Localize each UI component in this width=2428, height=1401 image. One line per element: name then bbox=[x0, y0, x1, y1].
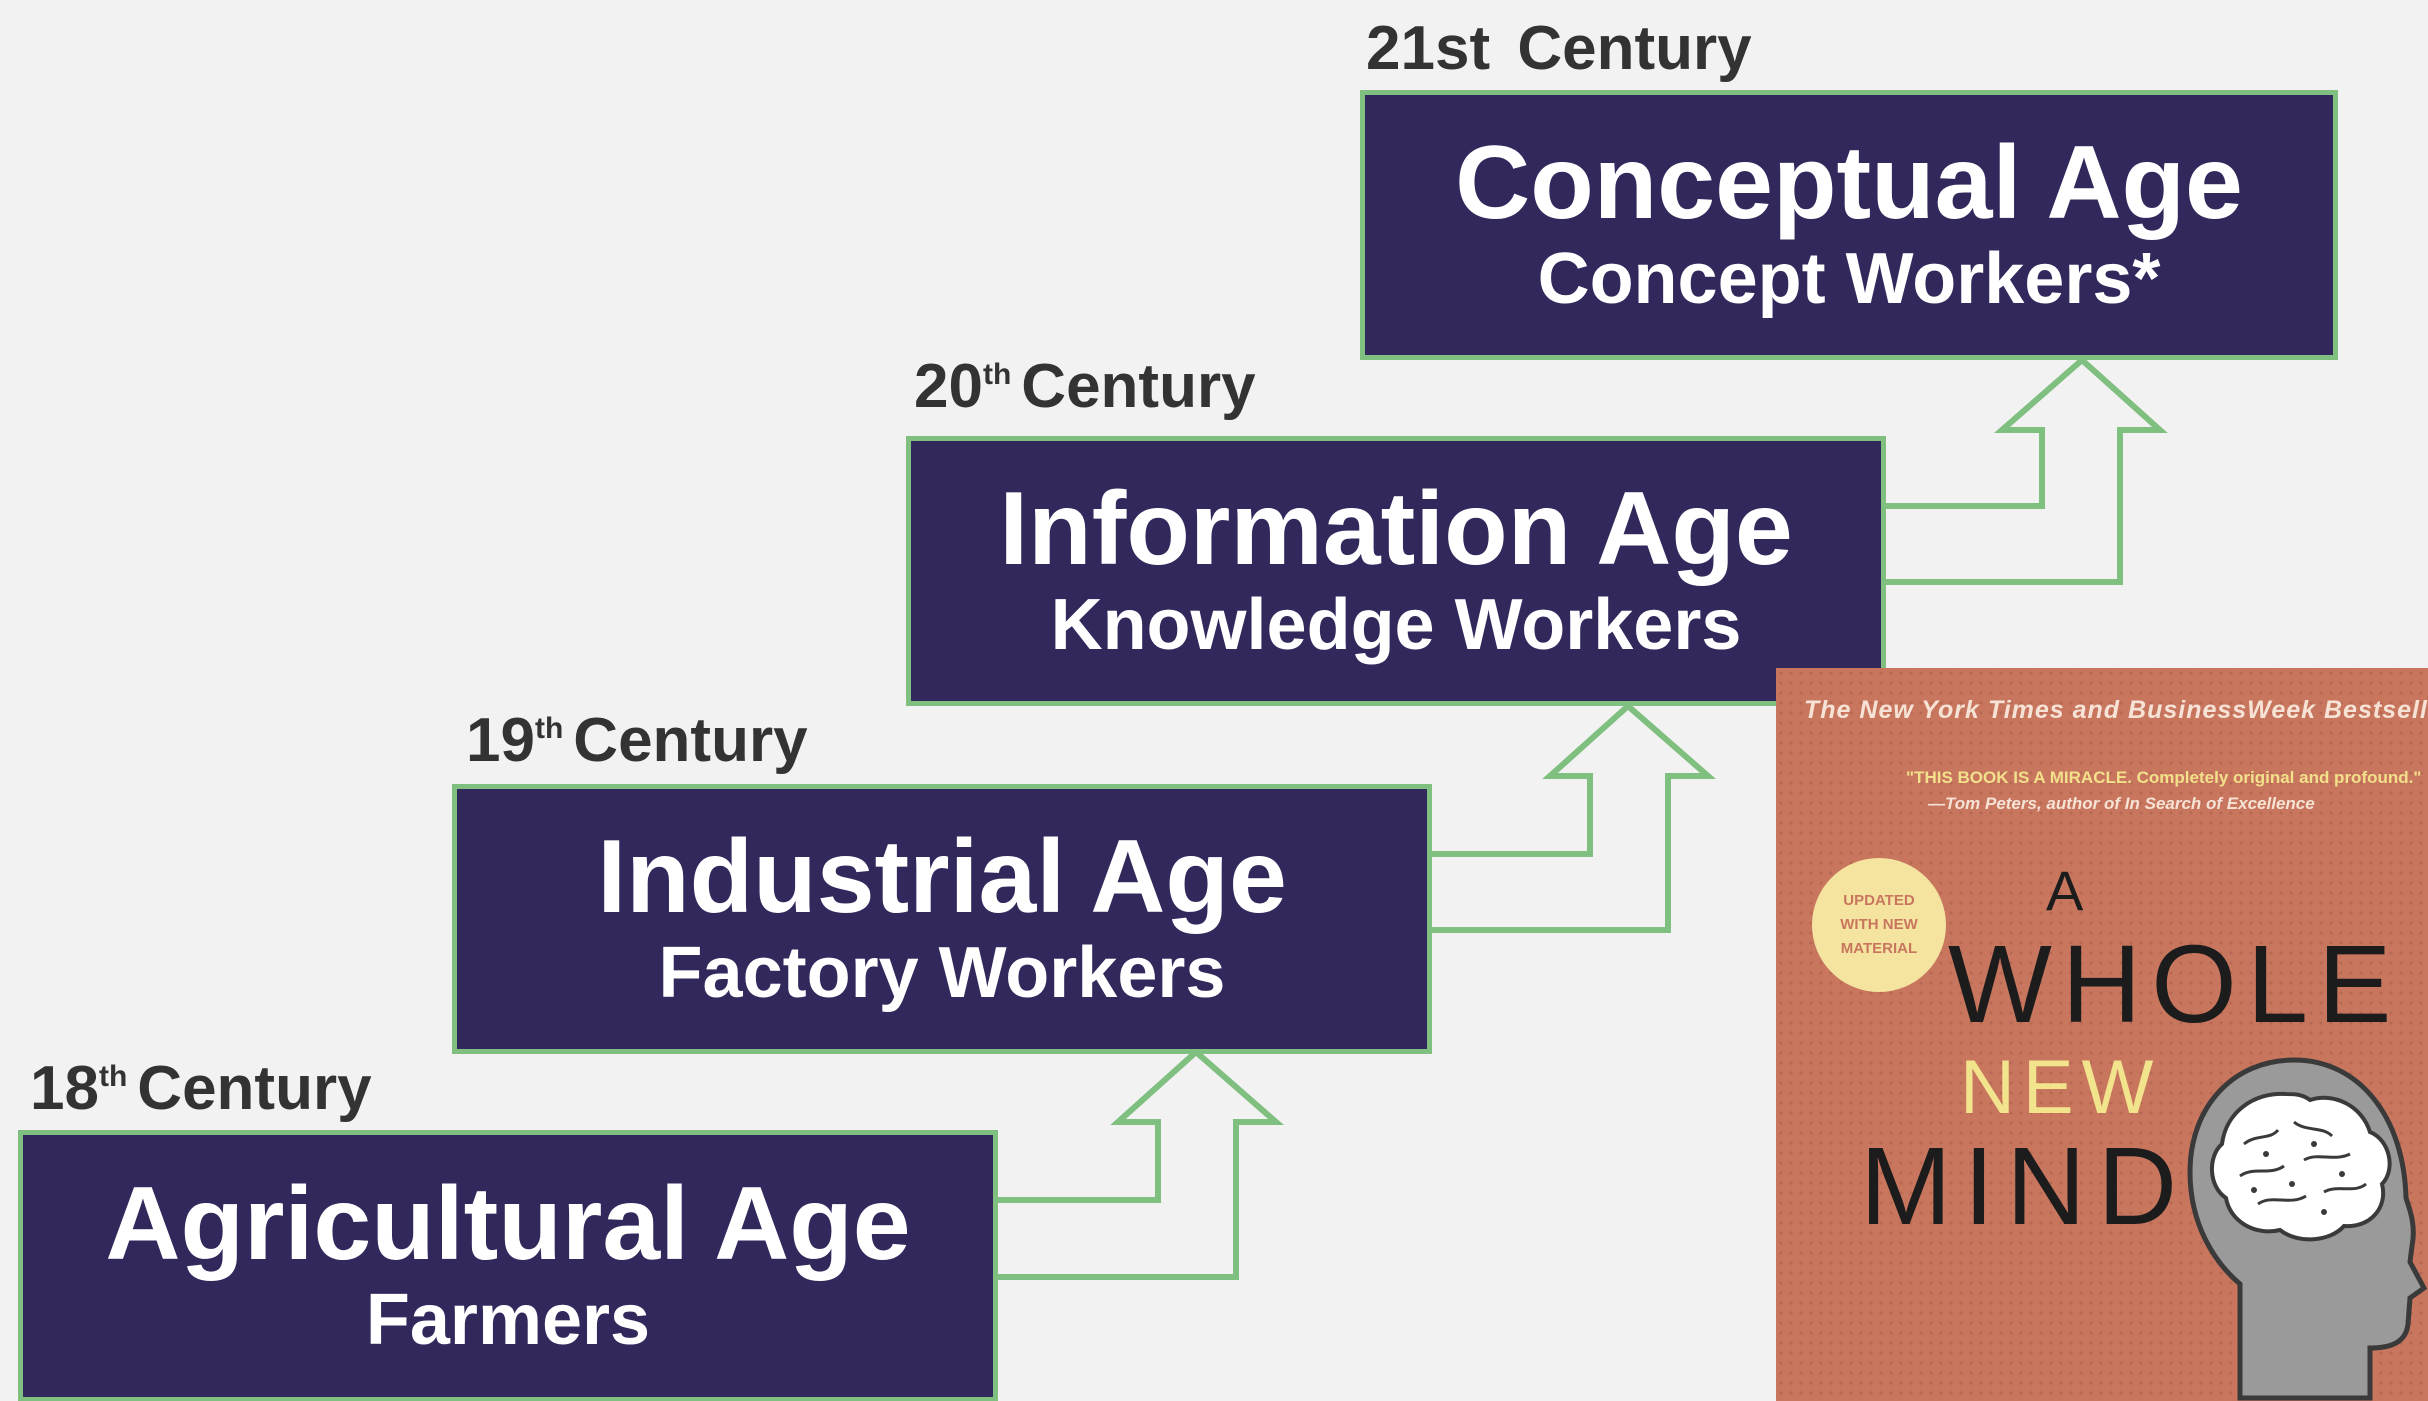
book-bestseller-line: The New York Times and BusinessWeek Best… bbox=[1804, 696, 2428, 724]
book-quote-author: —Tom Peters, author of In Search of Exce… bbox=[1928, 794, 2315, 813]
arrow-agricultural-to-industrial bbox=[992, 1047, 1284, 1280]
age-workers: Farmers bbox=[365, 1280, 651, 1361]
head-with-brain-icon bbox=[2187, 1057, 2428, 1401]
book-quote: "THIS BOOK IS A MIRACLE. Completely orig… bbox=[1906, 768, 2422, 787]
stage-box-conceptual: Conceptual Age Concept Workers* bbox=[1360, 90, 2338, 360]
age-workers: Factory Workers bbox=[658, 933, 1226, 1014]
book-updated-badge: UPDATED WITH NEW MATERIAL bbox=[1812, 858, 1946, 992]
book-cover: The New York Times and BusinessWeek Best… bbox=[1776, 668, 2428, 1401]
age-title: Information Age bbox=[999, 471, 1793, 587]
arrow-industrial-to-information bbox=[1428, 701, 1716, 933]
century-label-21st: 21st Century bbox=[1366, 14, 1752, 83]
book-title-whole: WHOLE bbox=[1948, 923, 2402, 1046]
book-title-mind: MIND bbox=[1860, 1125, 2190, 1248]
book-title-new: NEW bbox=[1960, 1045, 2162, 1130]
age-title: Conceptual Age bbox=[1455, 125, 2243, 241]
book-title-a: A bbox=[2046, 859, 2088, 922]
arrow-information-to-conceptual bbox=[1882, 355, 2168, 585]
stage-box-agricultural: Agricultural Age Farmers bbox=[18, 1130, 998, 1401]
age-workers: Knowledge Workers bbox=[1050, 585, 1742, 666]
age-title: Industrial Age bbox=[597, 819, 1287, 935]
stage-box-information: Information Age Knowledge Workers bbox=[906, 436, 1886, 706]
age-workers: Concept Workers* bbox=[1537, 239, 2161, 320]
age-title: Agricultural Age bbox=[105, 1166, 911, 1282]
stage-box-industrial: Industrial Age Factory Workers bbox=[452, 784, 1432, 1054]
